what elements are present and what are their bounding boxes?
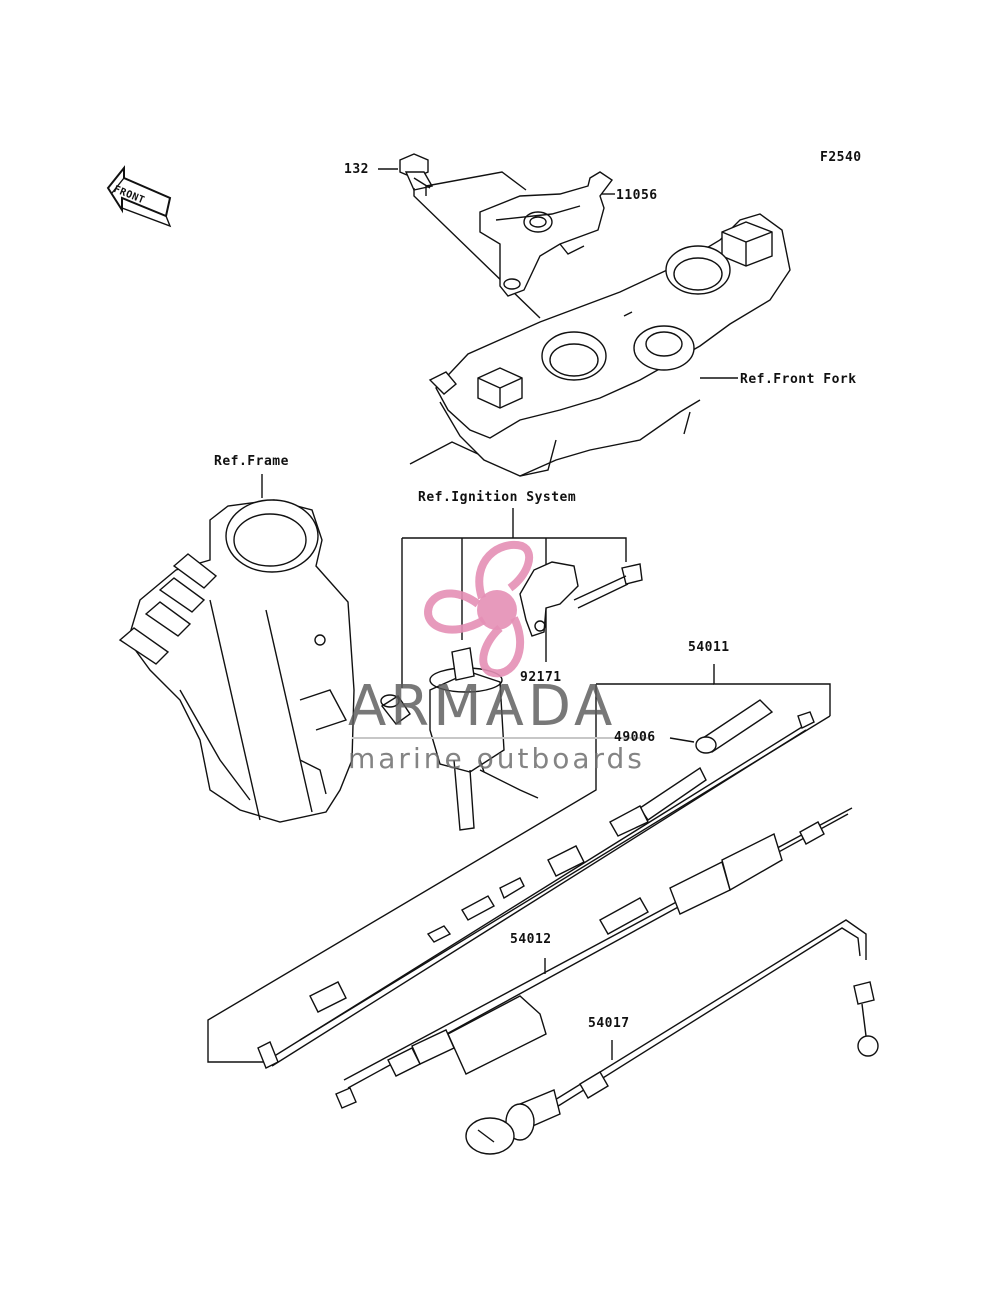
figure-code: F2540 [820,150,862,165]
front-arrow-icon [106,165,172,228]
bolt-132-icon [399,153,434,191]
label-132: 132 [344,162,369,177]
label-54011: 54011 [688,640,730,655]
label-ref-ignition-system: Ref.Ignition System [418,490,577,505]
cable-54017-icon [465,919,879,1155]
label-49006: 49006 [614,730,656,745]
bracket-11056-icon [479,171,614,297]
label-11056: 11056 [616,188,658,203]
triple-clamp-icon [409,213,791,477]
label-54017: 54017 [588,1016,630,1031]
cap-49006-icon [695,699,774,754]
frame-icon [118,499,355,823]
label-92171: 92171 [520,670,562,685]
label-ref-frame: Ref.Frame [214,454,289,469]
label-ref-front-fork: Ref.Front Fork [740,372,857,387]
watermark-brand: ARMADA [348,674,617,739]
clamp-92171-icon [519,561,579,637]
watermark-tagline: marine outboards [348,742,645,775]
ignition-coil-icon [429,647,539,831]
bolt-ignition-icon [573,563,643,609]
collar-icon [380,694,411,725]
armada-logo-icon [424,540,534,678]
cable-54012-icon [335,807,853,1109]
label-54012: 54012 [510,932,552,947]
cable-54011-icon [257,711,815,1069]
